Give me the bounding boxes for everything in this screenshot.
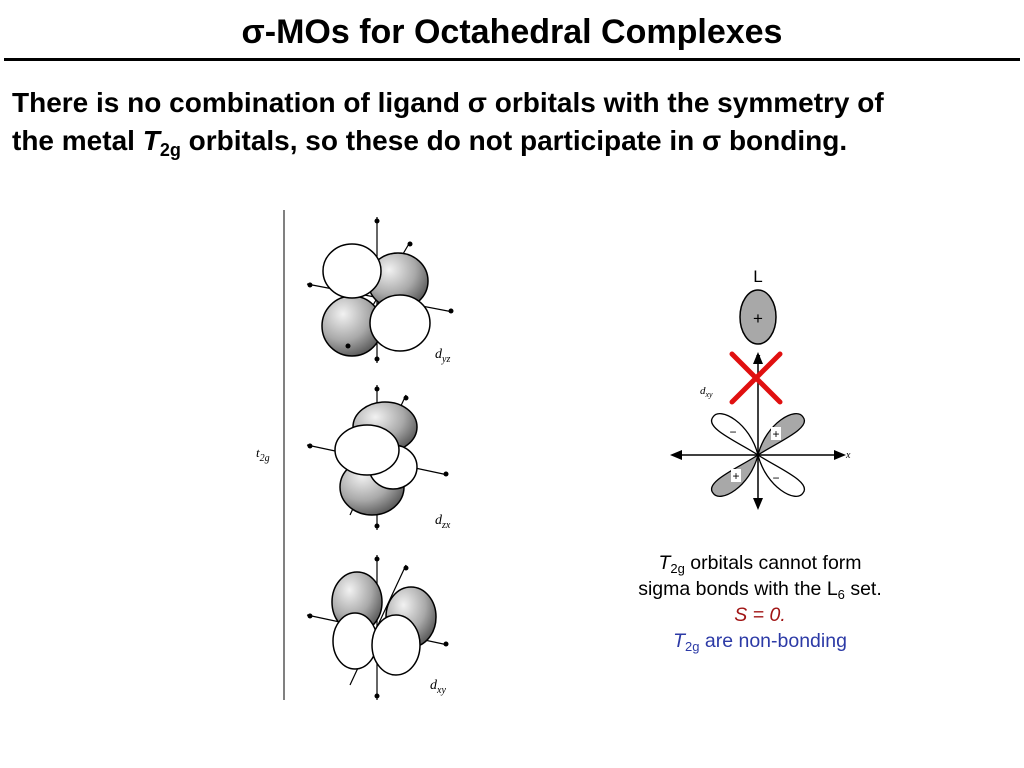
caption-t-subscript-2: 2g <box>685 639 699 654</box>
dyz-orbital <box>307 217 454 363</box>
dxy-label: dxy <box>430 678 446 696</box>
intro-t-symbol: T <box>143 125 160 156</box>
caption-l-subscript: 6 <box>838 587 845 602</box>
caption-line-2-text: sigma bonds with the L <box>638 578 837 600</box>
lobe-upper-right <box>758 414 804 455</box>
intro-paragraph: There is no combination of ligand σ orbi… <box>12 84 1012 160</box>
dxy-orbital <box>307 555 449 700</box>
caption-line-2-end: set. <box>845 578 882 600</box>
dzx-orbital <box>307 385 449 530</box>
lobe-lower-right <box>758 455 804 496</box>
caption-line-1-text: orbitals cannot form <box>685 552 862 574</box>
slide-title: σ-MOs for Octahedral Complexes <box>0 10 1024 54</box>
intro-text-end: orbitals, so these do not participate in… <box>181 125 847 156</box>
sign-upper-left: − <box>729 425 736 439</box>
sign-lower-right: − <box>772 471 779 485</box>
dzx-label: dzx <box>435 513 451 531</box>
intro-line-2: the metal T2g orbitals, so these do not … <box>12 122 1012 160</box>
axis-y-label: y <box>755 352 761 363</box>
figure-caption: T2g orbitals cannot form sigma bonds wit… <box>600 550 920 654</box>
caption-line-2: sigma bonds with the L6 set. <box>600 576 920 602</box>
intro-line-1: There is no combination of ligand σ orbi… <box>12 84 1012 122</box>
dxy-diagram-label: dxy <box>700 385 713 399</box>
sign-upper-right: + <box>772 427 779 441</box>
intro-text: the metal <box>12 125 143 156</box>
ligand-label: L <box>753 267 762 286</box>
axis-x-label: x <box>845 450 851 461</box>
caption-t-symbol-2: T <box>673 630 685 652</box>
intro-t-subscript: 2g <box>160 140 181 160</box>
caption-line-4: T2g are non-bonding <box>600 628 920 654</box>
t2g-orbitals-figure: t2g dyz dzx <box>250 205 460 705</box>
ligand-dxy-overlap-figure: L + y x dxy − + + − <box>660 260 860 510</box>
t2g-group-label: t2g <box>256 445 270 464</box>
overlap-equation: S = 0. <box>600 602 920 628</box>
title-underline <box>4 58 1020 61</box>
caption-line-1: T2g orbitals cannot form <box>600 550 920 576</box>
dyz-label: dyz <box>435 347 450 365</box>
caption-t-subscript: 2g <box>670 561 684 576</box>
ligand-sign: + <box>753 309 763 328</box>
caption-line-4-text: are non-bonding <box>699 630 846 652</box>
caption-t-symbol: T <box>658 552 670 574</box>
sign-lower-left: + <box>732 469 739 483</box>
